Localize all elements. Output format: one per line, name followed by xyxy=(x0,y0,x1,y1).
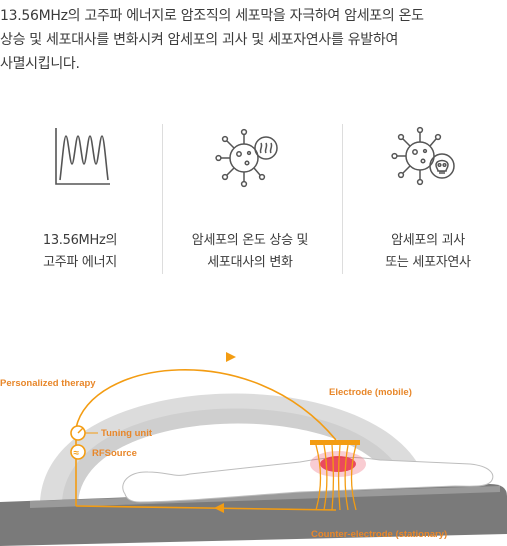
intro-text: 13.56MHz의 고주파 에너지로 암조직의 세포막을 자극하여 암세포의 온… xyxy=(0,8,424,72)
bed-top xyxy=(30,486,500,508)
electrode-field xyxy=(310,440,360,511)
feature-label: 암세포의 괴사 또는 세포자연사 xyxy=(385,233,471,270)
arc-band xyxy=(40,393,430,506)
hot-spot xyxy=(320,456,356,472)
svg-text:≈: ≈ xyxy=(74,448,80,459)
label-rf-source: RFSource xyxy=(92,448,137,459)
feature-rf-energy: 13.56MHz의 고주파 에너지 xyxy=(0,124,160,274)
label-tuning-unit: Tuning unit xyxy=(101,428,153,439)
feature-divider xyxy=(342,124,343,274)
treatment-diagram: ≈ Personalized therapy Tuning unit RFSou… xyxy=(0,352,507,546)
arrow-bottom xyxy=(214,503,224,513)
arrow-top xyxy=(226,352,236,362)
label-personalized-therapy: Personalized therapy xyxy=(0,378,96,389)
feature-necrosis-apoptosis: 암세포의 괴사 또는 세포자연사 xyxy=(348,124,507,274)
sine-wave-chart-icon xyxy=(55,128,110,185)
feature-divider xyxy=(162,124,163,274)
rf-source-icon xyxy=(70,444,86,460)
feature-label: 13.56MHz의 고주파 에너지 xyxy=(42,233,118,270)
patient-body xyxy=(122,456,494,503)
feature-list: 13.56MHz의 고주파 에너지 암세포의 온도 상승 및 세포대사의 변화 xyxy=(0,124,507,274)
virus-skull-icon xyxy=(391,126,455,186)
feature-label: 암세포의 온도 상승 및 세포대사의 변화 xyxy=(191,233,309,270)
label-electrode-mobile: Electrode (mobile) xyxy=(329,387,412,398)
label-counter-electrode: Counter-electrode (stationary) xyxy=(311,529,447,540)
feature-temperature-metabolism: 암세포의 온도 상승 및 세포대사의 변화 xyxy=(170,124,330,274)
arc-band-inner xyxy=(62,408,410,506)
virus-heat-icon xyxy=(215,128,278,188)
